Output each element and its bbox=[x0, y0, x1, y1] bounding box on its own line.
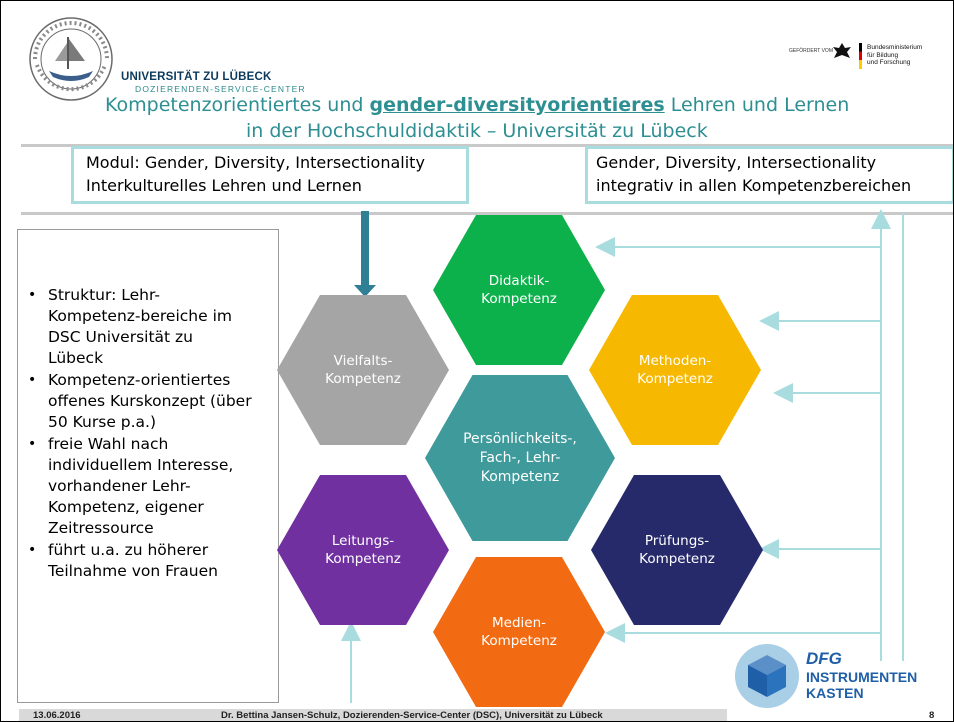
integrativ-line1: Gender, Diversity, Intersectionality bbox=[596, 153, 877, 172]
bullet-item: führt u.a. zu höherer Teilnahme von Frau… bbox=[18, 540, 263, 582]
separator-bottom bbox=[21, 212, 953, 215]
hex-medien-l2: Kompetenz bbox=[481, 633, 557, 649]
bullet-item: freie Wahl nach individuellem Interesse,… bbox=[18, 434, 263, 539]
university-subtitle: DOZIERENDEN-SERVICE-CENTER bbox=[135, 84, 306, 94]
hex-didaktik-l2: Kompetenz bbox=[481, 291, 557, 307]
hex-methoden: Methoden- Kompetenz bbox=[589, 295, 761, 445]
sponsor-label: GEFÖRDERT VOM bbox=[789, 48, 833, 54]
hex-pruefung-l1: Prüfungs- bbox=[644, 533, 710, 549]
ministry-line3: und Forschung bbox=[867, 59, 911, 66]
integrativ-line2: integrativ in allen Kompetenzbereichen bbox=[596, 176, 912, 195]
hex-methoden-l2: Kompetenz bbox=[637, 371, 713, 387]
dfg-label: DFG bbox=[806, 649, 842, 668]
hex-leitung-l1: Leitungs- bbox=[331, 533, 395, 549]
bullet-item: Struktur: Lehr-Kompetenz-bereiche im DSC… bbox=[18, 285, 248, 369]
integrativ-box: Gender, Diversity, Intersectionality int… bbox=[585, 146, 953, 204]
bullet-list: Struktur: Lehr-Kompetenz-bereiche im DSC… bbox=[18, 285, 278, 582]
modul-box: Modul: Gender, Diversity, Intersectional… bbox=[71, 146, 469, 204]
footer-bar bbox=[19, 709, 727, 721]
bullet-item: Kompetenz-orientiertes offenes Kurskonze… bbox=[18, 370, 253, 433]
hex-didaktik-l1: Didaktik- bbox=[488, 273, 550, 289]
ministry-line1: Bundesministerium bbox=[867, 44, 923, 51]
page-title: Kompetenzorientiertes und gender-diversi… bbox=[105, 94, 849, 116]
hex-vielfalt-l2: Kompetenz bbox=[325, 371, 401, 387]
hex-methoden-l1: Methoden- bbox=[638, 353, 712, 369]
instrumenten-label: INSTRUMENTEN bbox=[806, 669, 918, 685]
title-emphasis: gender-diversityorientieres bbox=[369, 94, 665, 116]
hex-center: Persönlichkeits-, Fach-, Lehr- Kompetenz bbox=[425, 375, 615, 541]
title-part1: Kompetenzorientiertes und bbox=[105, 94, 370, 116]
university-seal-logo bbox=[27, 15, 115, 103]
hex-leitung-l2: Kompetenz bbox=[325, 551, 401, 567]
hex-center-l1: Persönlichkeits-, bbox=[463, 430, 577, 447]
hex-center-l3: Kompetenz bbox=[480, 468, 560, 485]
bullet-panel: Struktur: Lehr-Kompetenz-bereiche im DSC… bbox=[17, 229, 279, 703]
hex-medien-l1: Medien- bbox=[491, 615, 546, 631]
flag-stripes bbox=[859, 43, 862, 69]
kasten-label: KASTEN bbox=[806, 685, 864, 701]
page-title-line2: in der Hochschuldidaktik – Universität z… bbox=[246, 120, 708, 142]
page-number: 8 bbox=[929, 710, 935, 721]
ministry-line2: für Bildung bbox=[867, 51, 899, 59]
modul-line1: Modul: Gender, Diversity, Intersectional… bbox=[86, 153, 425, 172]
modul-line2: Interkulturelles Lehren und Lernen bbox=[86, 176, 362, 195]
dfg-instrumentenkasten-logo: DFG INSTRUMENTEN KASTEN bbox=[734, 643, 946, 713]
hex-center-l2: Fach-, Lehr- bbox=[479, 449, 561, 466]
footer-author: Dr. Bettina Jansen-Schulz, Dozierenden-S… bbox=[221, 710, 603, 721]
hex-vielfalt-l1: Vielfalts- bbox=[333, 353, 393, 369]
ministry-logo: GEFÖRDERT VOM Bundesministerium für Bild… bbox=[789, 37, 949, 73]
university-name: UNIVERSITÄT ZU LÜBECK bbox=[121, 71, 272, 83]
federal-eagle-icon bbox=[833, 43, 851, 58]
cube-icon bbox=[735, 644, 799, 708]
title-part2: Lehren und Lernen bbox=[664, 94, 850, 116]
hex-pruefung: Prüfungs- Kompetenz bbox=[591, 475, 763, 625]
hex-pruefung-l2: Kompetenz bbox=[639, 551, 715, 567]
separator-top bbox=[21, 144, 953, 147]
footer-date: 13.06.2016 bbox=[33, 710, 81, 721]
